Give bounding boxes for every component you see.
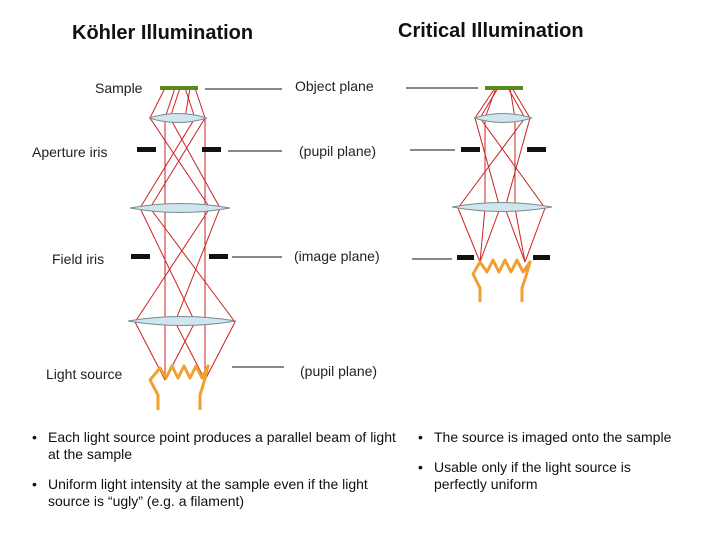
pupil-plane-label-upper: (pupil plane) — [299, 143, 377, 159]
critical-rays — [457, 87, 546, 263]
critical-lens-lower — [451, 202, 553, 212]
kohler-point: Uniform light intensity at the sample ev… — [30, 476, 400, 510]
object-plane-label: Object plane — [295, 78, 374, 94]
kohler-rays — [134, 87, 236, 381]
aperture-iris-label: Aperture iris — [32, 144, 108, 160]
kohler-field-iris — [131, 254, 228, 259]
kohler-lens-upper — [148, 113, 208, 123]
critical-point: The source is imaged onto the sample — [416, 429, 686, 446]
kohler-filament-icon — [148, 364, 210, 410]
light-source-label: Light source — [46, 366, 123, 382]
critical-point: Usable only if the light source is perfe… — [416, 459, 686, 493]
critical-title: Critical Illumination — [398, 20, 584, 42]
pupil-plane-label-lower: (pupil plane) — [300, 363, 378, 379]
kohler-lens-middle — [129, 203, 231, 213]
kohler-point: Each light source point produces a paral… — [30, 429, 400, 463]
critical-field-iris — [457, 255, 550, 260]
critical-aperture-iris — [461, 147, 546, 152]
critical-points-list: The source is imaged onto the sample Usa… — [416, 429, 686, 506]
field-iris-label: Field iris — [52, 251, 105, 267]
kohler-lens-lower — [127, 315, 237, 327]
image-plane-label: (image plane) — [294, 248, 380, 264]
kohler-title: Köhler Illumination — [72, 22, 254, 44]
sample-label: Sample — [95, 80, 143, 96]
critical-filament-icon — [471, 258, 532, 302]
kohler-aperture-iris — [137, 147, 221, 152]
kohler-points-list: Each light source point produces a paral… — [30, 429, 400, 523]
label-leader-lines — [205, 87, 478, 368]
